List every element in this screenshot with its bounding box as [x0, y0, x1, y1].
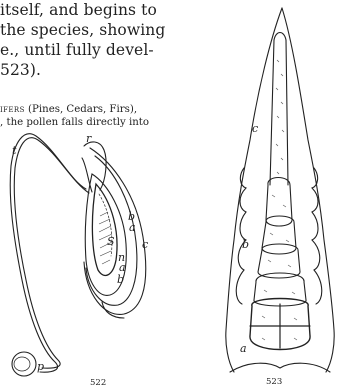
label-p: p — [37, 360, 44, 373]
footnote-line: ifers (Pines, Cedars, Firs), — [0, 103, 225, 116]
body-text-line: e., until fully devel- — [0, 40, 225, 60]
figure-number-523: 523 — [266, 377, 282, 387]
label-c: c — [142, 238, 148, 251]
figure-523-embryo: c b a 523 — [220, 0, 343, 387]
figure-522-ovule: t r b a S c n a b p 522 — [0, 120, 220, 387]
ovule-illustration — [10, 134, 146, 376]
body-text-line: itself, and begins to — [0, 0, 225, 20]
embryo-illustration — [226, 8, 334, 372]
label-t: t — [12, 144, 17, 157]
body-text-line: 523). — [0, 60, 225, 80]
label-a-upper: a — [129, 221, 136, 234]
label-b-lower: b — [117, 273, 124, 286]
body-text: itself, and begins to the species, showi… — [0, 0, 225, 80]
label-c: c — [252, 122, 258, 135]
figure-number-522: 522 — [90, 378, 106, 387]
label-r: r — [86, 132, 92, 145]
label-S: S — [107, 235, 115, 248]
label-a: a — [240, 342, 247, 355]
body-text-line: the species, showing — [0, 20, 225, 40]
footnote-caps: ifers — [0, 104, 25, 115]
footnote-rest: (Pines, Cedars, Firs), — [25, 104, 137, 115]
label-b: b — [242, 238, 249, 251]
